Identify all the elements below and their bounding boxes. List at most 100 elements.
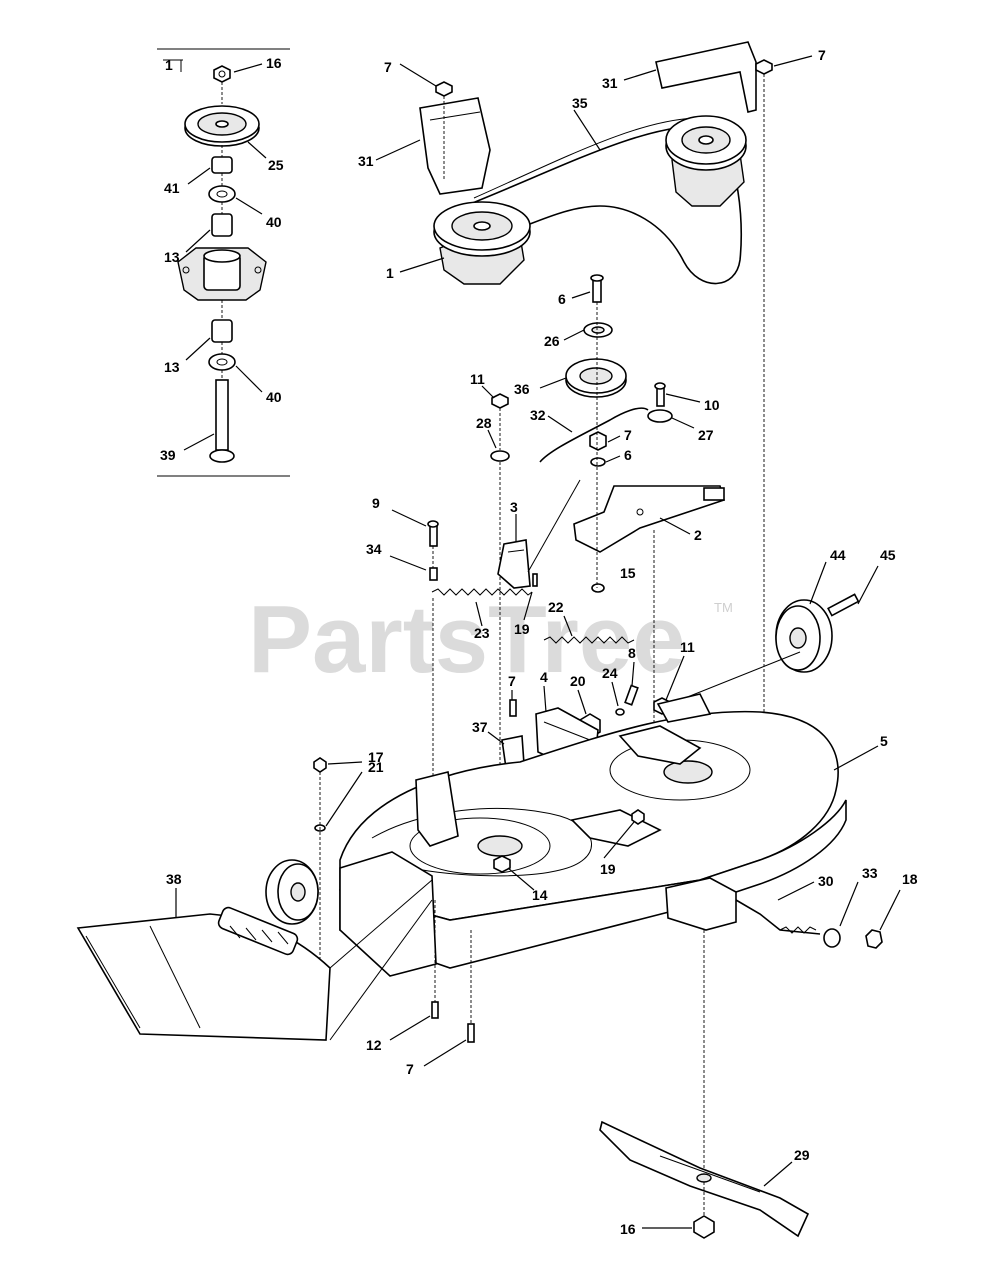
callout-7-deck: 7 <box>508 673 516 689</box>
callout-4: 4 <box>540 669 548 685</box>
spindle-assembly-1 <box>433 201 531 285</box>
spindle-assembly-right <box>665 115 747 207</box>
callout-20: 20 <box>570 673 586 689</box>
spacer-40-top <box>208 185 236 203</box>
callout-12: 12 <box>366 1037 382 1053</box>
bolt-7-left <box>435 81 453 97</box>
callout-28: 28 <box>476 415 492 431</box>
callout-40-top: 40 <box>266 214 282 230</box>
callout-25: 25 <box>268 157 284 173</box>
shoulder-bolt-45 <box>827 593 860 617</box>
callout-19-lower: 19 <box>600 861 616 877</box>
callout-45: 45 <box>880 547 896 563</box>
callout-44: 44 <box>830 547 846 563</box>
height-adjust: 30 33 18 <box>665 865 918 1180</box>
callout-19-upper: 19 <box>514 621 530 637</box>
bearing-41 <box>211 156 233 174</box>
spring-23 <box>431 588 533 596</box>
bushing-34 <box>429 567 438 581</box>
callout-39: 39 <box>160 447 176 463</box>
callout-15: 15 <box>620 565 636 581</box>
nut-15 <box>591 583 605 593</box>
inset-label: 1 <box>165 57 173 73</box>
callout-5: 5 <box>880 733 888 749</box>
callout-17: 17 <box>368 749 384 765</box>
spring-22 <box>543 636 635 644</box>
callout-33: 33 <box>862 865 878 881</box>
deck-lower-hardware: 17 21 14 19 <box>313 749 645 980</box>
callout-13-top: 13 <box>164 249 180 265</box>
belt-drive-top: 7 31 35 1 31 7 <box>358 41 826 760</box>
bearing-13-bottom <box>211 319 233 343</box>
rod-32 <box>539 407 649 463</box>
adjust-bracket <box>665 877 737 931</box>
washer-24 <box>615 708 625 716</box>
bolt-7-right <box>755 59 773 75</box>
callout-29: 29 <box>794 1147 810 1163</box>
callout-3: 3 <box>510 499 518 515</box>
callout-36: 36 <box>514 381 530 397</box>
callout-1: 1 <box>386 265 394 281</box>
callout-22: 22 <box>548 599 564 615</box>
gauge-wheel-right: 44 45 <box>679 547 896 701</box>
bracket-3 <box>497 539 531 589</box>
callout-13-bottom: 13 <box>164 359 180 375</box>
spacer-40-bottom <box>208 353 236 371</box>
blade-assembly: 29 16 <box>599 1120 810 1239</box>
callout-23: 23 <box>474 625 490 641</box>
spindle-inset: 1 <box>157 48 290 477</box>
bearing-13-top <box>211 213 233 237</box>
nut-14 <box>493 855 511 873</box>
callout-16-blade: 16 <box>620 1221 636 1237</box>
washer-27 <box>647 409 673 423</box>
bolt-7-deck <box>509 699 517 717</box>
idler-assembly: 6 26 36 10 27 32 7 6 2 15 <box>514 274 725 760</box>
bottom-bolts: 12 7 <box>366 900 475 1077</box>
callout-24: 24 <box>602 665 618 681</box>
bolt-7-bottom <box>467 1023 475 1043</box>
nut-7-idler <box>589 431 607 451</box>
spacer-6 <box>590 457 606 467</box>
callout-11-upper: 11 <box>470 371 485 387</box>
callout-31-left: 31 <box>358 153 374 169</box>
bolt-12 <box>431 1001 439 1019</box>
callout-16-inset: 16 <box>266 55 282 71</box>
bolt-8 <box>624 684 639 706</box>
callout-7-top-left: 7 <box>384 59 392 75</box>
callout-2: 2 <box>694 527 702 543</box>
bolt-11-upper <box>491 393 509 409</box>
shaft-39 <box>215 379 229 451</box>
callout-14: 14 <box>532 887 548 903</box>
belt-cover-31-left <box>419 97 491 195</box>
callout-7-bottom: 7 <box>406 1061 414 1077</box>
nut-18 <box>865 929 883 949</box>
callout-30: 30 <box>818 873 834 889</box>
callout-41: 41 <box>164 180 180 196</box>
callout-38: 38 <box>166 871 182 887</box>
callout-6-idler: 6 <box>624 447 632 463</box>
v-belt-35 <box>469 125 743 285</box>
callout-34: 34 <box>366 541 382 557</box>
callout-7-top-right: 7 <box>818 47 826 63</box>
callout-6-top: 6 <box>558 291 566 307</box>
callout-40-bottom: 40 <box>266 389 282 405</box>
callout-31-right: 31 <box>602 75 618 91</box>
nut-17 <box>313 757 327 773</box>
callout-9: 9 <box>372 495 380 511</box>
washer-28 <box>490 450 510 462</box>
washer-33 <box>823 928 841 948</box>
nut-16 <box>213 65 231 83</box>
callout-26: 26 <box>544 333 560 349</box>
pin-19-upper <box>532 573 538 587</box>
callout-21: 21 <box>368 759 384 775</box>
discharge-chute-38: 38 <box>76 871 433 1041</box>
callout-18: 18 <box>902 871 918 887</box>
callout-8: 8 <box>628 645 636 661</box>
blade-nut-16 <box>693 1215 715 1239</box>
nut-19-lower <box>631 809 645 825</box>
watermark-trademark: TM <box>714 600 733 615</box>
callout-7-idler: 7 <box>624 427 632 443</box>
belt-cover-31-right <box>655 41 757 113</box>
